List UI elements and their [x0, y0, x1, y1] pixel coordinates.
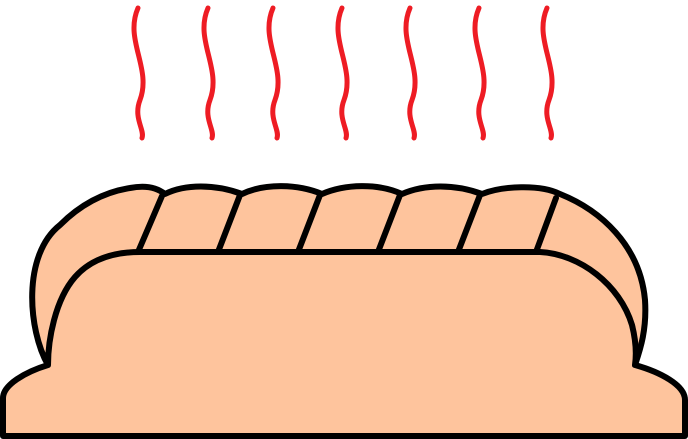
score-line [375, 192, 403, 255]
steam-wisp [266, 5, 281, 141]
score-line [135, 193, 165, 255]
steam-wisps [131, 5, 555, 141]
steam-wisp [131, 5, 146, 141]
steam-wisp [540, 5, 555, 141]
steam-wisp [403, 5, 418, 141]
steam-wisp [201, 5, 216, 141]
loaf-front [0, 249, 688, 439]
score-line [533, 195, 559, 255]
score-line [455, 192, 483, 255]
steam-wisp [335, 5, 350, 141]
loaf-scores [135, 192, 559, 255]
score-line [215, 192, 243, 255]
steam-wisp [472, 5, 487, 141]
score-line [295, 192, 323, 255]
